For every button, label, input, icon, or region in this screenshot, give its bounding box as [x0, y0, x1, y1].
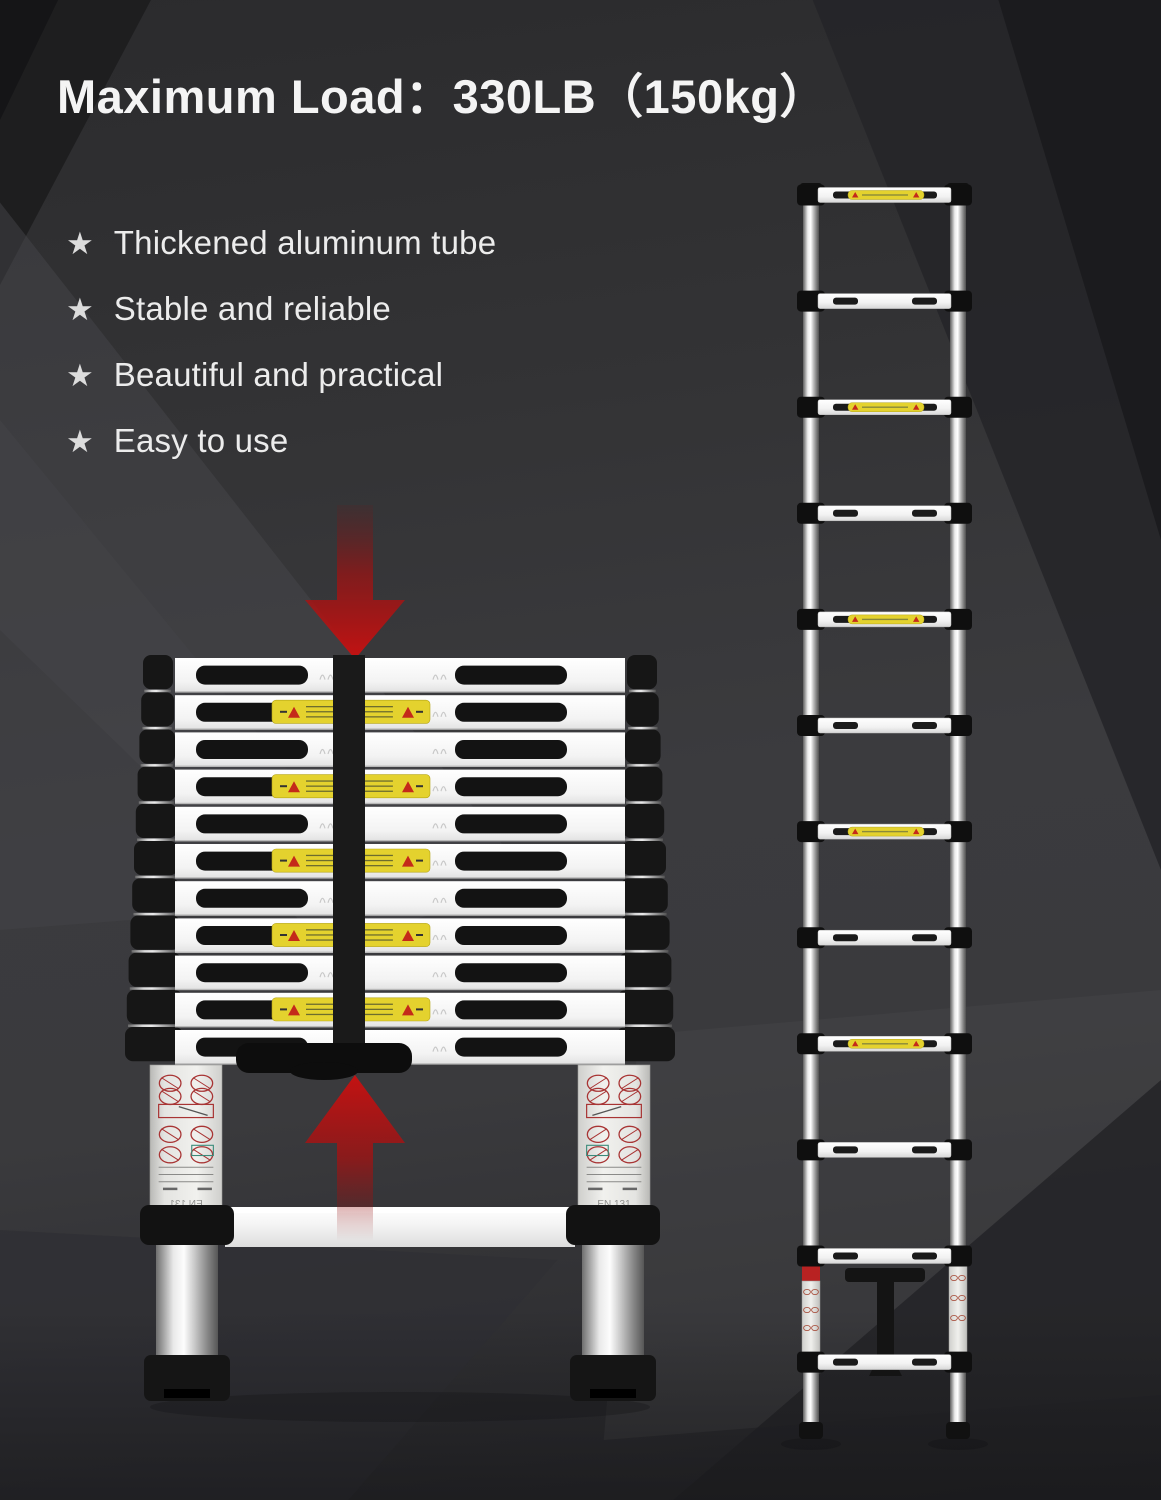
ladder-step	[175, 844, 625, 879]
up-arrow-icon	[305, 1075, 405, 1241]
ladder-step	[175, 806, 625, 842]
side-cap	[132, 878, 179, 913]
feature-item: ★ Easy to use	[66, 408, 496, 474]
feature-label: Beautiful and practical	[113, 356, 444, 393]
rubber-foot	[946, 1422, 970, 1439]
feature-item: ★ Beautiful and practical	[66, 342, 496, 408]
rubber-foot	[570, 1355, 656, 1401]
ladder-rung	[797, 1351, 972, 1373]
feature-item: ★ Thickened aluminum tube	[66, 210, 496, 276]
ladder-step	[175, 881, 625, 916]
leg-collar	[140, 1205, 234, 1245]
ladder-rung	[797, 1245, 972, 1267]
warning-sticker: EN 131	[577, 1064, 651, 1212]
side-cap	[621, 878, 668, 913]
ladder-rung	[797, 1033, 972, 1055]
ladder-step	[175, 695, 625, 730]
certification-text: EN 131	[169, 1199, 203, 1210]
star-icon: ★	[66, 225, 94, 261]
side-cap	[141, 692, 174, 727]
side-cap	[626, 692, 659, 727]
feature-item: ★ Stable and reliable	[66, 276, 496, 342]
side-cap	[134, 841, 178, 876]
red-band	[802, 1266, 820, 1281]
ladder-rung	[797, 927, 972, 949]
ladder-rail	[803, 186, 819, 1424]
ladder-rung	[797, 1139, 972, 1161]
feature-list: ★ Thickened aluminum tube ★ Stable and r…	[66, 210, 496, 474]
side-cap	[128, 952, 181, 987]
feature-label: Thickened aluminum tube	[113, 224, 497, 261]
rubber-foot	[799, 1422, 823, 1439]
warning-sticker	[801, 1280, 821, 1358]
ladder-step	[175, 769, 625, 805]
ground-shadow	[781, 1438, 841, 1450]
ladder-rung	[797, 396, 972, 418]
collapsed-ladder-illustration: EN 131 EN 131	[115, 505, 685, 1425]
ladder-step	[175, 992, 625, 1028]
strap	[845, 1268, 925, 1376]
ladder-step	[175, 658, 625, 693]
feature-label: Easy to use	[113, 422, 289, 459]
leg-collar	[566, 1205, 660, 1245]
ground-shadow	[150, 1392, 650, 1422]
strap	[236, 655, 412, 1080]
extended-ladder-illustration	[770, 180, 1000, 1480]
star-icon: ★	[66, 357, 94, 393]
side-cap	[617, 1027, 675, 1062]
ladder-rung	[797, 821, 972, 843]
down-arrow-icon	[305, 505, 405, 659]
side-cap	[622, 841, 666, 876]
ladder-rung	[797, 502, 972, 524]
ground-shadow	[928, 1438, 988, 1450]
ladder-rung	[797, 184, 972, 206]
ladder-step	[175, 732, 625, 767]
leg-tube	[582, 1243, 644, 1357]
ladder-rung	[797, 290, 972, 312]
side-cap	[623, 803, 665, 838]
feature-label: Stable and reliable	[113, 290, 391, 327]
ladder-rung	[797, 608, 972, 630]
bottom-rung	[225, 1207, 575, 1247]
warning-sticker: EN 131	[149, 1064, 223, 1212]
leg-tube	[156, 1243, 218, 1357]
side-cap	[139, 729, 175, 764]
star-icon: ★	[66, 423, 94, 459]
star-icon: ★	[66, 291, 94, 327]
side-cap	[130, 915, 180, 950]
ladder-rail	[950, 186, 966, 1424]
side-cap	[624, 766, 663, 801]
ladder-rung	[797, 715, 972, 736]
side-cap	[627, 655, 657, 690]
ladder-step	[175, 918, 625, 953]
side-cap	[620, 915, 670, 950]
certification-text: EN 131	[597, 1199, 631, 1210]
side-cap	[143, 655, 173, 690]
side-cap	[625, 729, 661, 764]
side-cap	[619, 952, 672, 987]
side-cap	[126, 989, 182, 1024]
ladder-step	[175, 955, 625, 991]
side-cap	[137, 766, 176, 801]
side-cap	[135, 803, 177, 838]
warning-sticker	[948, 1263, 968, 1355]
side-cap	[125, 1027, 183, 1062]
side-cap	[618, 989, 674, 1024]
page-title: Maximum Load：330LB（150kg）	[57, 70, 827, 123]
rubber-foot	[144, 1355, 230, 1401]
